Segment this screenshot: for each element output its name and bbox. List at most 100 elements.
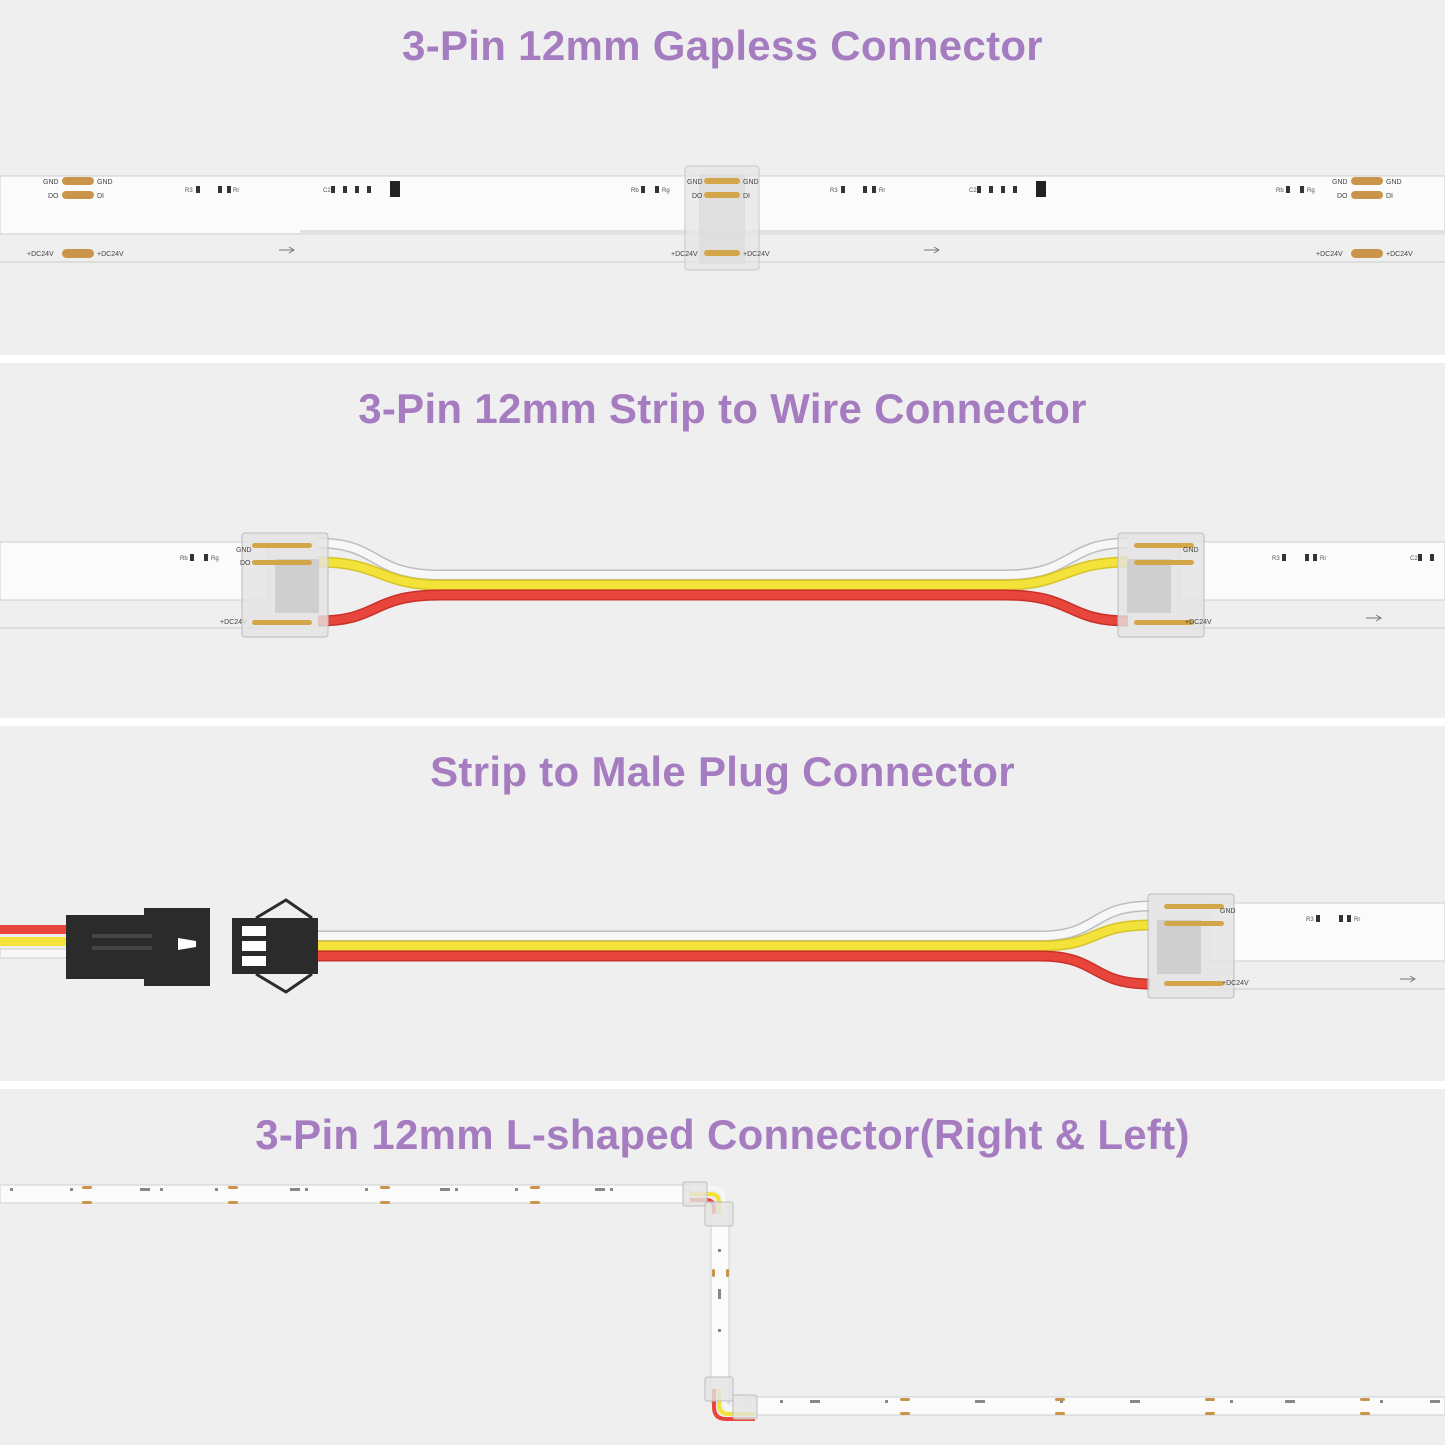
- plug-slot: [242, 926, 266, 936]
- component-label: Rr: [1354, 917, 1360, 923]
- smd-component: [204, 554, 208, 561]
- l-shaped-connector: [704, 1201, 734, 1227]
- wire-white: [690, 1186, 726, 1214]
- panel-l-shaped-connector: 3-Pin 12mm L-shaped Connector(Right & Le…: [0, 1089, 1445, 1445]
- component-label: Rg: [1307, 188, 1315, 194]
- pad-label-power: +DC24V: [671, 251, 698, 258]
- smd-component: [355, 186, 359, 193]
- ic-chip: [390, 181, 400, 197]
- component-label: Rb: [180, 556, 188, 562]
- panel-title: 3-Pin 12mm L-shaped Connector(Right & Le…: [255, 1111, 1190, 1158]
- strip-components: [10, 1188, 613, 1191]
- direction-arrow: [279, 246, 295, 254]
- male-plug-illustration: R3 Rr GND +DC24V: [0, 893, 1445, 999]
- pad-label-gnd: GND: [1220, 908, 1236, 915]
- strip-to-wire-illustration: Rb Rg +DC24V R3 Rr C2 GND DO: [0, 532, 1445, 638]
- smd-component: [872, 186, 876, 193]
- solder-pad: [1351, 191, 1383, 199]
- smd-component: [218, 186, 222, 193]
- contact-pin: [1164, 921, 1224, 926]
- connector-clip: [1127, 559, 1171, 613]
- component-label: C2: [1410, 556, 1418, 562]
- smd-component: [1347, 915, 1351, 922]
- led-strip: [1209, 902, 1445, 962]
- pad-label-gnd: GND: [1386, 179, 1402, 186]
- panel-title: 3-Pin 12mm Strip to Wire Connector: [358, 385, 1087, 432]
- female-plug-housing: [144, 908, 210, 986]
- solder-pad: [62, 249, 94, 258]
- wire-white: [317, 539, 1129, 579]
- component-label: Rr: [233, 188, 239, 194]
- strip-pads: [900, 1398, 1370, 1415]
- wire-yellow: [318, 921, 1151, 950]
- wire-yellow: [0, 937, 70, 946]
- plug-slot: [92, 946, 152, 950]
- contact-pin: [1134, 620, 1194, 625]
- l-shaped-illustration: [0, 1181, 1445, 1421]
- smd-component: [331, 186, 335, 193]
- l-shaped-connector: [732, 1394, 758, 1420]
- smd-component: [1282, 554, 1286, 561]
- plug-slot: [242, 956, 266, 966]
- pad-label-di: DI: [97, 193, 104, 200]
- contact-pin: [704, 178, 740, 184]
- smd-component: [641, 186, 645, 193]
- plug-slot: [242, 941, 266, 951]
- component-label: Rr: [879, 188, 885, 194]
- pad-label-gnd: GND: [236, 547, 252, 554]
- solder-pad: [62, 191, 94, 199]
- l-shaped-connector: [682, 1181, 708, 1207]
- pad-label-gnd: GND: [1183, 547, 1199, 554]
- contact-pin: [252, 620, 312, 625]
- strip-components: [718, 1249, 721, 1332]
- pad-label-power: +DC24V: [220, 619, 247, 626]
- wire-yellow: [317, 558, 1129, 589]
- smd-component: [1313, 554, 1317, 561]
- plug-latch: [255, 898, 313, 920]
- strip-pads: [82, 1186, 540, 1204]
- direction-arrow: [1400, 975, 1416, 983]
- smd-component: [863, 186, 867, 193]
- pad-label-do: DO: [692, 193, 703, 200]
- wire-red: [0, 925, 70, 934]
- contact-pin: [1164, 904, 1224, 909]
- smd-component: [1418, 554, 1422, 561]
- component-label: R3: [185, 188, 193, 194]
- smd-component: [227, 186, 231, 193]
- pad-label-gnd: GND: [1332, 179, 1348, 186]
- pad-label-do: DO: [1337, 193, 1348, 200]
- wire-white: [318, 900, 1151, 942]
- smd-component: [655, 186, 659, 193]
- led-strip: [749, 1396, 1445, 1416]
- connector-clip: [1157, 920, 1201, 974]
- contact-pin: [1134, 560, 1194, 565]
- plug-pin: [178, 938, 196, 950]
- contact-pin: [704, 250, 740, 256]
- pad-label-power: +DC24V: [1386, 251, 1413, 258]
- led-strip: [0, 1184, 691, 1204]
- solder-pad: [1351, 249, 1383, 258]
- component-label: R3: [830, 188, 838, 194]
- pad-label-gnd: GND: [743, 179, 759, 186]
- wire-red: [318, 950, 1151, 990]
- panel-strip-to-wire-connector: 3-Pin 12mm Strip to Wire Connector Rb Rg…: [0, 363, 1445, 718]
- component-label: Rb: [631, 188, 639, 194]
- strip-shadow: [300, 230, 1445, 235]
- pad-label-power: +DC24V: [1222, 980, 1249, 987]
- led-strip: [710, 1206, 730, 1404]
- pad-label-do: DO: [48, 193, 59, 200]
- pad-label-di: DI: [1386, 193, 1393, 200]
- panel-strip-to-male-plug: Strip to Male Plug Connector R3 Rr: [0, 726, 1445, 1081]
- wire-white: [0, 948, 71, 959]
- contact-pin: [704, 192, 740, 198]
- smd-component: [1316, 915, 1320, 922]
- strip-pads: [712, 1269, 729, 1277]
- component-label: Rb: [1276, 188, 1284, 194]
- component-label: Rg: [211, 556, 219, 562]
- wire-white: [318, 902, 1151, 940]
- pad-label-power: +DC24V: [1185, 619, 1212, 626]
- wire-red: [317, 591, 1129, 625]
- component-label: Rr: [1320, 556, 1326, 562]
- wire-red: [712, 1389, 755, 1421]
- pad-label-di: DI: [743, 193, 750, 200]
